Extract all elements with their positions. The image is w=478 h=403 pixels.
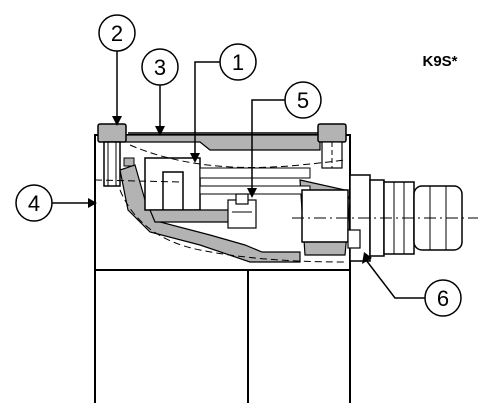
terminal-block bbox=[227, 193, 257, 229]
svg-text:4: 4 bbox=[28, 191, 40, 216]
leader-lines bbox=[52, 51, 425, 299]
callout-6: 6 bbox=[424, 279, 462, 317]
svg-text:3: 3 bbox=[154, 55, 166, 80]
leader-arrowheads bbox=[88, 116, 372, 264]
svg-text:5: 5 bbox=[297, 88, 309, 113]
hidden-lines bbox=[94, 144, 346, 263]
callout-4: 4 bbox=[15, 184, 53, 222]
cable-gland bbox=[292, 174, 478, 262]
svg-text:6: 6 bbox=[437, 286, 449, 311]
support-stand bbox=[94, 270, 351, 403]
screw-left bbox=[97, 123, 135, 187]
screw-right bbox=[317, 123, 347, 169]
svg-text:1: 1 bbox=[232, 50, 244, 75]
svg-text:2: 2 bbox=[111, 21, 123, 46]
model-label: K9S* bbox=[422, 53, 457, 70]
callout-1: 1 bbox=[219, 43, 257, 81]
callout-2: 2 bbox=[98, 14, 136, 52]
callout-5: 5 bbox=[284, 81, 322, 119]
callout-3: 3 bbox=[141, 48, 179, 86]
